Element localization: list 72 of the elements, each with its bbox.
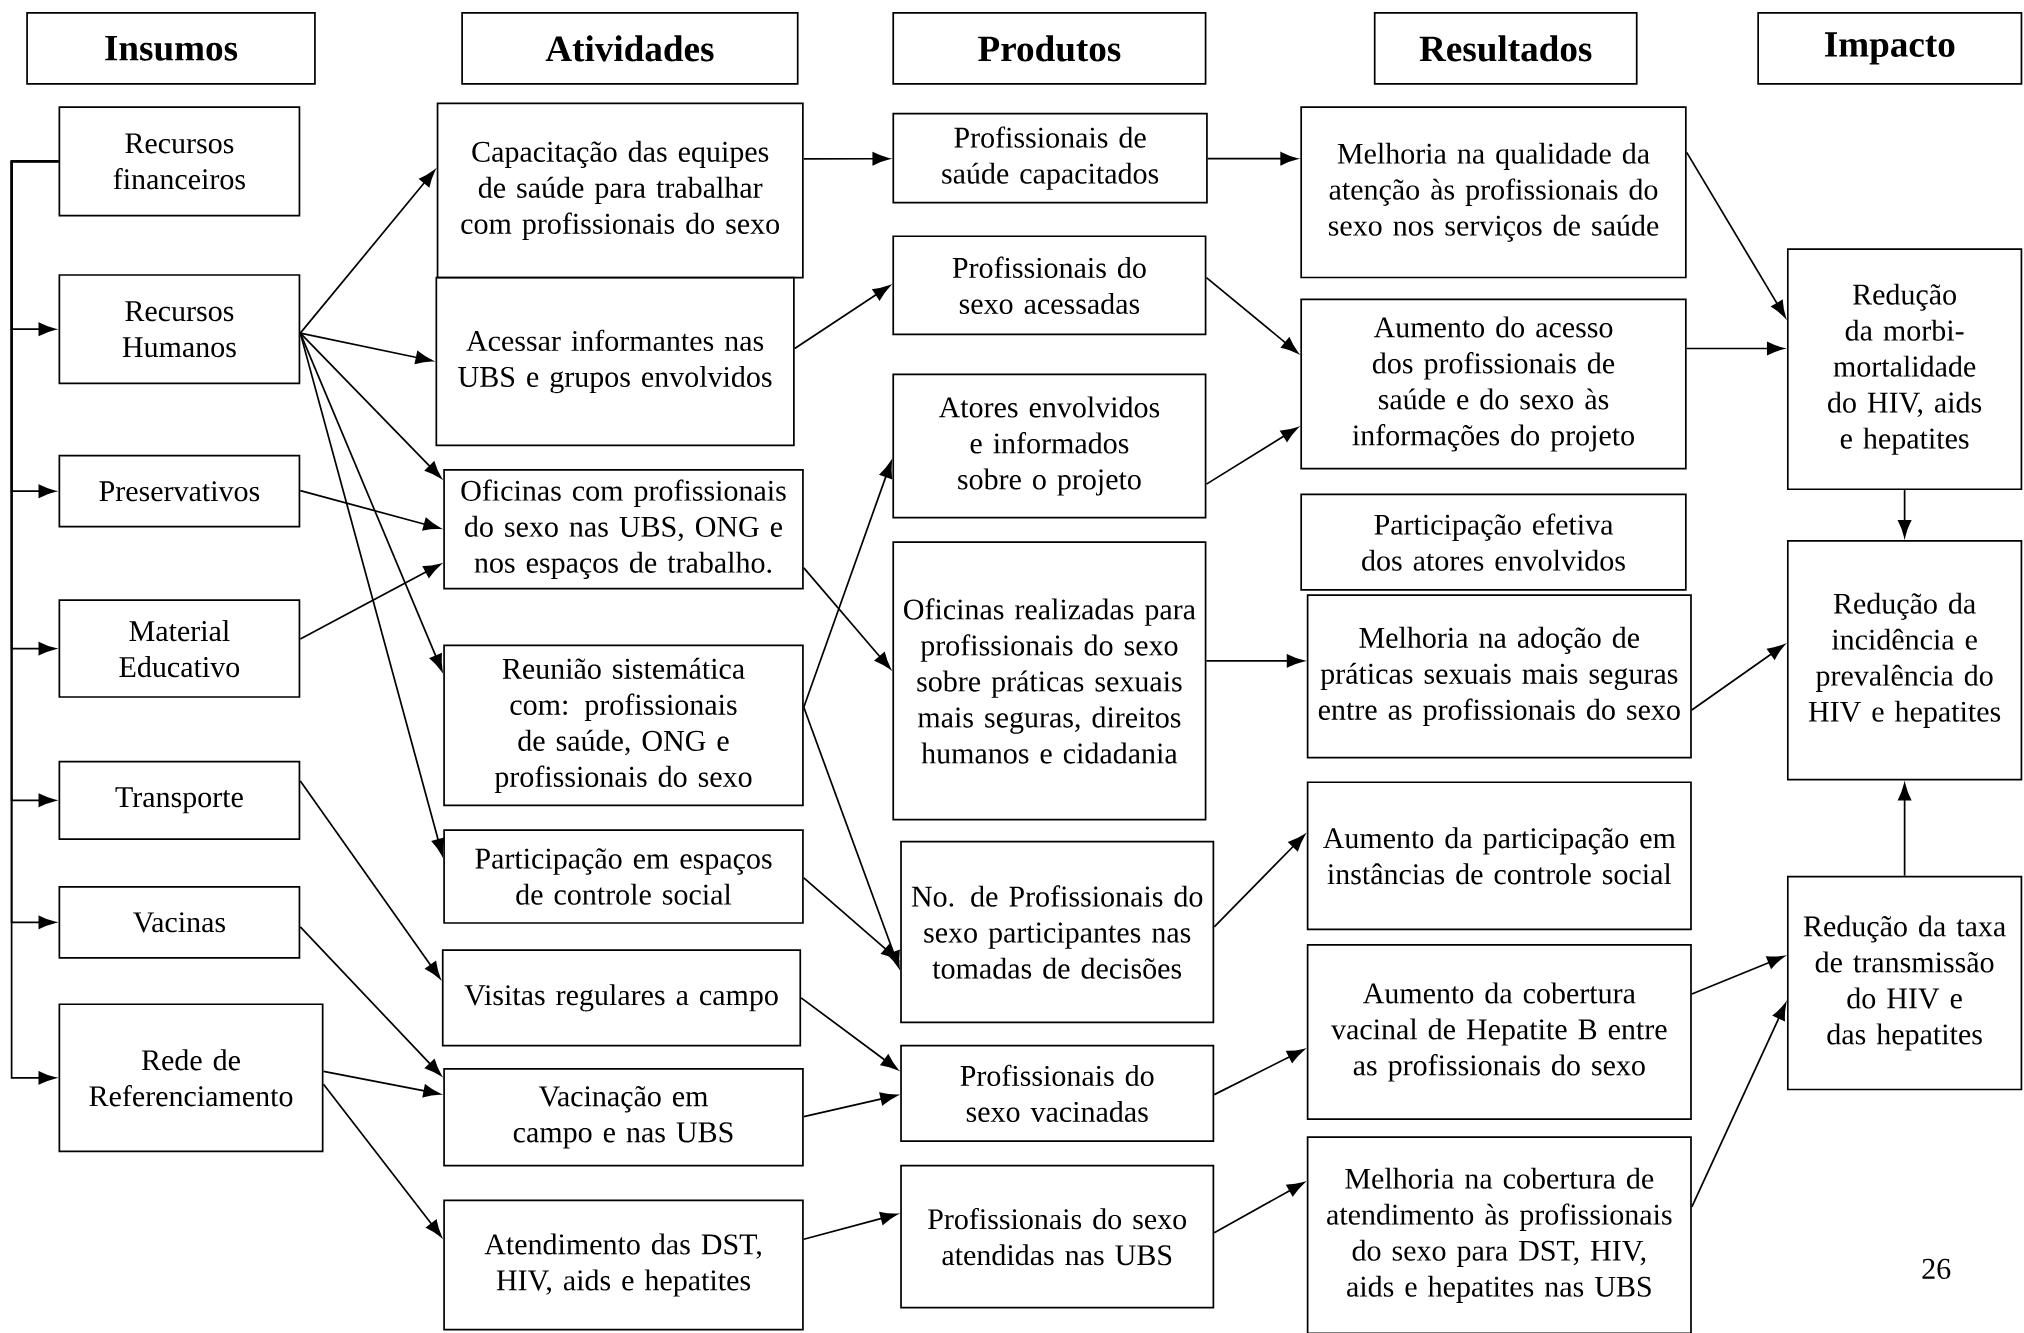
activity-box: Visitas regulares a campo: [441, 949, 802, 1047]
result-box: Melhoria na qualidade da atenção às profissionais do sexo nos serviços de saúde: [1300, 106, 1687, 279]
input-box: Recursos Humanos: [58, 274, 301, 385]
arrow: [1205, 276, 1299, 354]
product-box: Profissionais do sexo vacinadas: [900, 1044, 1215, 1142]
activity-box: Reunião sistemática com: profissionais de saúde, ONG e profissionais do sexo: [443, 644, 804, 807]
arrow: [802, 460, 893, 709]
arrow: [802, 1092, 898, 1118]
product-box: No. de Profissionais do sexo participantes nas tomadas de decisões: [900, 840, 1215, 1024]
arrow: [1205, 654, 1304, 668]
activity-box: Acessar informantes nas UBS e grupos envolvidos: [435, 276, 795, 447]
arrow: [1213, 1182, 1305, 1234]
arrow: [322, 1070, 441, 1098]
arrow: [1685, 341, 1785, 356]
column-header: Atividades: [461, 12, 799, 85]
arrow: [1206, 152, 1298, 166]
arrow: [1691, 955, 1785, 995]
arrow: [802, 876, 899, 961]
arrow: [322, 1083, 442, 1238]
column-header: Produtos: [892, 12, 1207, 85]
input-box: Transporte: [58, 760, 301, 840]
activity-box: Participação em espaços de controle social: [443, 829, 804, 924]
arrow: [10, 160, 60, 1085]
arrow: [299, 780, 441, 979]
impact-box: Redução da morbi-mortalidade do HIV, aids e hepatites: [1786, 248, 2023, 491]
impact-box: Redução da incidência e prevalência do HIV e hepatites: [1786, 540, 2023, 781]
arrow: [1213, 1048, 1305, 1096]
product-box: Oficinas realizadas para profissionais do sexo sobre práticas sexuais mais seguras, direitos humanos e cidadania: [892, 541, 1207, 821]
input-box: Recursos financeiros: [58, 106, 301, 217]
arrow: [802, 706, 900, 969]
input-box: Rede de Referenciamento: [58, 1003, 324, 1153]
arrow: [1213, 834, 1306, 928]
input-box: Material Educativo: [58, 599, 301, 698]
input-box: Vacinas: [58, 885, 301, 959]
result-box: Melhoria na cobertura de atendimento às profissionais do sexo para DST, HIV, aids e hepatites nas UBS: [1306, 1136, 1692, 1333]
result-box: Aumento da participação em instâncias de controle social: [1306, 781, 1692, 931]
column-header: Insumos: [26, 12, 316, 85]
arrow: [1691, 1002, 1787, 1208]
arrow: [802, 567, 891, 670]
activity-box: Atendimento das DST, HIV, aids e hepatites: [443, 1199, 804, 1331]
result-box: Melhoria na adoção de práticas sexuais mais seguras entre as profissionais do sexo: [1306, 594, 1692, 759]
product-box: Atores envolvidos e informados sobre o projeto: [892, 373, 1207, 519]
arrow: [299, 169, 436, 334]
result-box: Participação efetiva dos atores envolvidos: [1300, 493, 1687, 591]
arrow: [1898, 783, 1912, 877]
arrow: [299, 925, 442, 1076]
product-box: Profissionais de saúde capacitados: [892, 112, 1208, 204]
product-box: Profissionais do sexo acessadas: [892, 235, 1207, 336]
arrow: [793, 285, 891, 350]
arrow: [299, 332, 445, 856]
arrow: [299, 332, 442, 479]
arrow: [1691, 644, 1785, 711]
activity-box: Oficinas com profissionais do sexo nas UBS, ONG e nos espaços de trabalho.: [443, 469, 804, 590]
column-header: Impacto: [1757, 12, 2023, 85]
page-number: 26: [1922, 1258, 1951, 1279]
arrow: [802, 152, 890, 166]
result-box: Aumento da cobertura vacinal de Hepatite B entre as profissionais do sexo: [1306, 944, 1692, 1120]
product-box: Profissionais do sexo atendidas nas UBS: [900, 1164, 1215, 1309]
arrow: [800, 996, 899, 1071]
input-box: Preservativos: [58, 454, 301, 528]
arrow: [802, 1212, 898, 1241]
arrow: [299, 489, 441, 531]
arrow: [299, 332, 433, 364]
activity-box: Vacinação em campo e nas UBS: [443, 1067, 804, 1167]
arrow: [299, 563, 441, 640]
column-header: Resultados: [1373, 12, 1638, 85]
impact-box: Redução da taxa de transmissão do HIV e das hepatites: [1786, 875, 2023, 1091]
activity-box: Capacitação das equipes de saúde para trabalhar com profissionais do sexo: [436, 102, 804, 279]
arrow: [1685, 151, 1786, 318]
result-box: Aumento do acesso dos profissionais de saúde e do sexo às informações do projeto: [1300, 298, 1687, 470]
arrow: [1205, 427, 1299, 485]
arrow: [1898, 489, 1912, 538]
